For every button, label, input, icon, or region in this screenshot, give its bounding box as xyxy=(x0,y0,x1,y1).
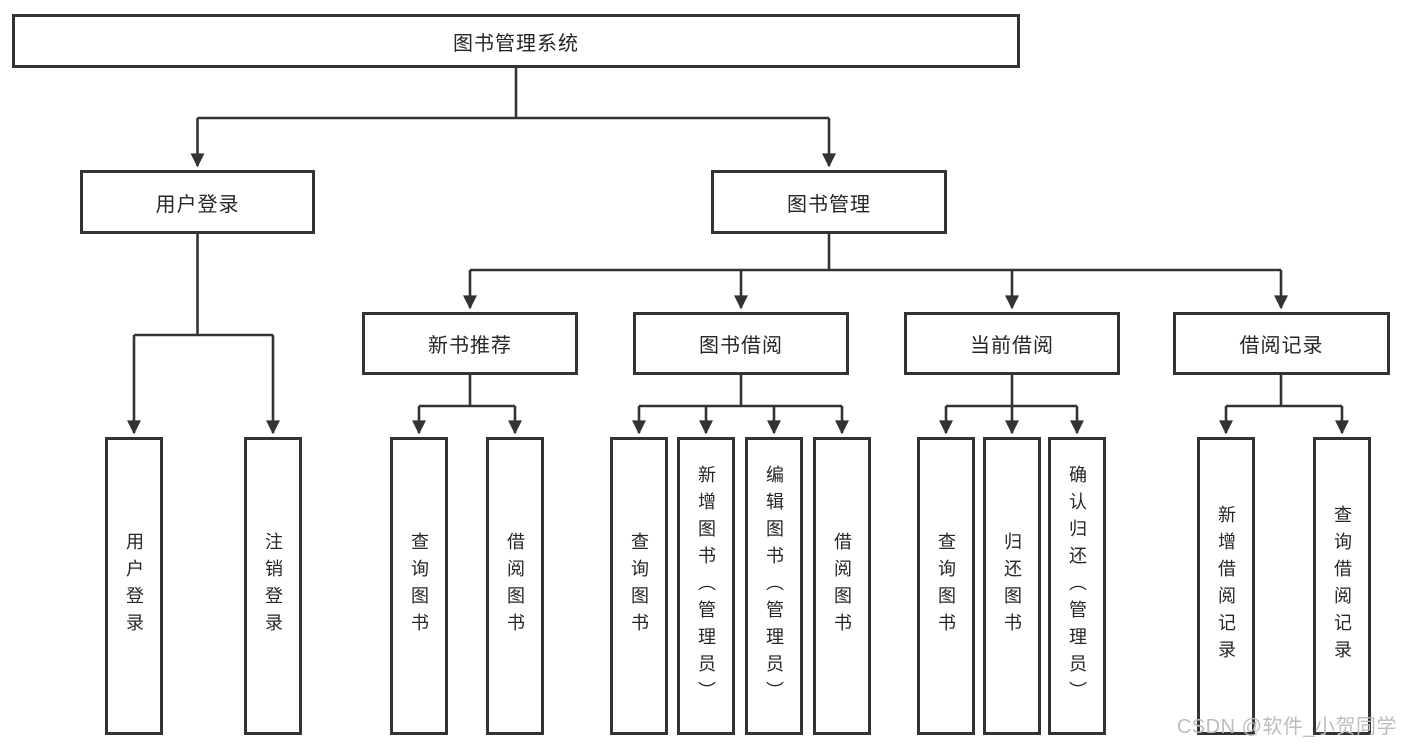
leaf-bookborrow-borrow: 借阅图书 xyxy=(813,437,871,735)
leaf-currentborrow-confirm-admin-label: 确认归还（管理员） xyxy=(1067,464,1087,708)
leaf-record-add: 新增借阅记录 xyxy=(1197,437,1255,735)
leaf-currentborrow-query-label: 查询图书 xyxy=(936,532,956,640)
leaf-bookborrow-add-admin: 新增图书（管理员） xyxy=(677,437,735,735)
leaf-logout: 注销登录 xyxy=(244,437,302,735)
node-borrow-records: 借阅记录 xyxy=(1173,312,1390,375)
leaf-record-query: 查询借阅记录 xyxy=(1313,437,1371,735)
leaf-bookborrow-query: 查询图书 xyxy=(610,437,668,735)
leaf-bookborrow-query-label: 查询图书 xyxy=(629,532,649,640)
leaf-bookborrow-edit-admin: 编辑图书（管理员） xyxy=(745,437,803,735)
leaf-currentborrow-return-label: 归还图书 xyxy=(1002,532,1022,640)
leaf-record-query-label: 查询借阅记录 xyxy=(1332,505,1352,667)
leaf-currentborrow-query: 查询图书 xyxy=(917,437,975,735)
node-borrow-records-label: 借阅记录 xyxy=(1239,335,1324,357)
node-book-management-label: 图书管理 xyxy=(787,193,871,216)
leaf-newbook-borrow: 借阅图书 xyxy=(486,437,544,735)
node-current-borrowing: 当前借阅 xyxy=(904,312,1120,375)
leaf-logout-label: 注销登录 xyxy=(263,532,283,640)
leaf-record-add-label: 新增借阅记录 xyxy=(1216,505,1236,667)
csdn-watermark: CSDN @软件_小贺同学 xyxy=(1176,716,1397,738)
leaf-newbook-query: 查询图书 xyxy=(390,437,448,735)
node-book-management: 图书管理 xyxy=(711,170,947,234)
leaf-bookborrow-borrow-label: 借阅图书 xyxy=(832,532,852,640)
leaf-user-login: 用户登录 xyxy=(105,437,163,735)
leaf-currentborrow-return: 归还图书 xyxy=(983,437,1041,735)
leaf-currentborrow-confirm-admin: 确认归还（管理员） xyxy=(1048,437,1106,735)
node-book-borrowing-label: 图书借阅 xyxy=(699,335,783,357)
node-new-book-recommend: 新书推荐 xyxy=(362,312,578,375)
leaf-user-login-label: 用户登录 xyxy=(124,532,144,640)
node-root-system: 图书管理系统 xyxy=(12,14,1020,68)
node-book-borrowing: 图书借阅 xyxy=(633,312,849,375)
leaf-bookborrow-add-admin-label: 新增图书（管理员） xyxy=(696,464,716,708)
node-user-login-label: 用户登录 xyxy=(155,193,240,216)
node-current-borrowing-label: 当前借阅 xyxy=(970,335,1054,357)
leaf-bookborrow-edit-admin-label: 编辑图书（管理员） xyxy=(764,464,784,708)
leaf-newbook-query-label: 查询图书 xyxy=(409,532,429,640)
leaf-newbook-borrow-label: 借阅图书 xyxy=(505,532,525,640)
node-new-book-recommend-label: 新书推荐 xyxy=(428,335,512,357)
node-root-label: 图书管理系统 xyxy=(453,32,579,55)
node-user-login: 用户登录 xyxy=(80,170,315,234)
